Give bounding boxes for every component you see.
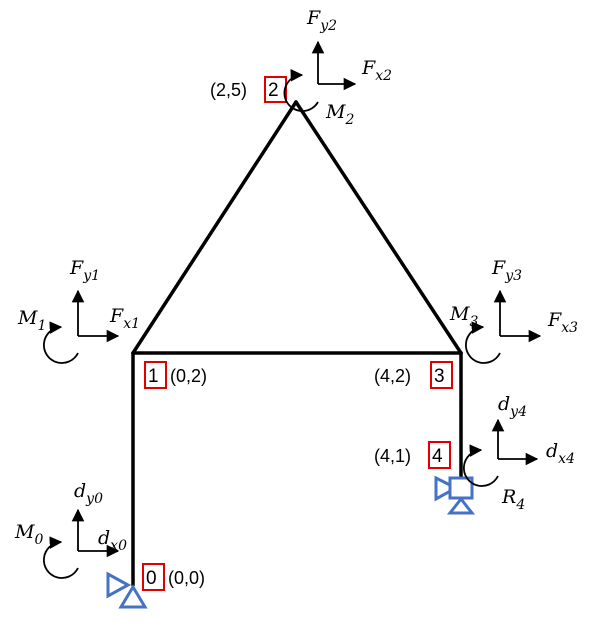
moment-arc-icon bbox=[464, 321, 501, 364]
node-box-0 bbox=[142, 563, 165, 591]
fx3-label: Fx3 bbox=[547, 309, 578, 336]
node-box-4 bbox=[428, 441, 451, 469]
node-labels: 2 (2,5) 1 (0,2) 3 (4,2) 4 (4,1) 0 (0,0) bbox=[142, 76, 453, 591]
load-node2 bbox=[283, 40, 357, 112]
node-coord-3: (4,2) bbox=[374, 366, 411, 386]
dy4-label: dy4 bbox=[498, 393, 527, 420]
m2-label: M2 bbox=[325, 101, 354, 128]
fy3-label: Fy3 bbox=[491, 257, 522, 284]
roller-horizontal-triangle bbox=[106, 571, 132, 599]
member-1-2 bbox=[131, 100, 298, 355]
rotation-arc-icon bbox=[42, 536, 79, 579]
frame bbox=[131, 100, 463, 587]
node-box-2 bbox=[264, 76, 287, 103]
rotation-arc-icon bbox=[462, 444, 499, 487]
load-node0 bbox=[42, 508, 120, 579]
fx2-label: Fx2 bbox=[361, 57, 392, 84]
node-coord-2: (2,5) bbox=[210, 80, 247, 100]
load-node3 bbox=[464, 289, 542, 364]
member-2-3 bbox=[294, 100, 463, 355]
dy0-label: dy0 bbox=[74, 480, 103, 507]
node-label-0: 0 bbox=[146, 568, 157, 589]
load-node4 bbox=[462, 418, 539, 487]
node-label-4: 4 bbox=[432, 446, 443, 467]
pin-vertical-triangle bbox=[118, 584, 148, 609]
node-coord-0: (0,0) bbox=[168, 568, 205, 588]
node-box-1 bbox=[144, 361, 167, 389]
fy1-label: Fy1 bbox=[69, 257, 100, 284]
dx0-label: dx0 bbox=[98, 527, 127, 554]
fx1-label: Fx1 bbox=[109, 305, 140, 332]
dx4-label: dx4 bbox=[546, 440, 575, 467]
node-box-3 bbox=[430, 361, 453, 389]
node-coord-4: (4,1) bbox=[374, 446, 411, 466]
node-coord-1: (0,2) bbox=[170, 366, 207, 386]
support-node0 bbox=[106, 571, 148, 609]
m3-label: M3 bbox=[449, 303, 478, 330]
r4-label: R4 bbox=[501, 486, 525, 513]
pin-vertical-triangle bbox=[446, 496, 476, 515]
m0-label: M0 bbox=[14, 521, 43, 548]
node-label-3: 3 bbox=[434, 366, 445, 387]
node-label-1: 1 bbox=[148, 366, 159, 387]
fy2-label: Fy2 bbox=[306, 7, 337, 34]
moment-arc-icon bbox=[42, 321, 79, 364]
load-node1 bbox=[42, 289, 120, 364]
moment-arc-icon bbox=[283, 68, 319, 112]
roller-horizontal-triangle bbox=[434, 475, 460, 502]
support-node4 bbox=[434, 475, 476, 515]
m1-label: M1 bbox=[17, 307, 46, 334]
node-label-2: 2 bbox=[268, 80, 279, 101]
